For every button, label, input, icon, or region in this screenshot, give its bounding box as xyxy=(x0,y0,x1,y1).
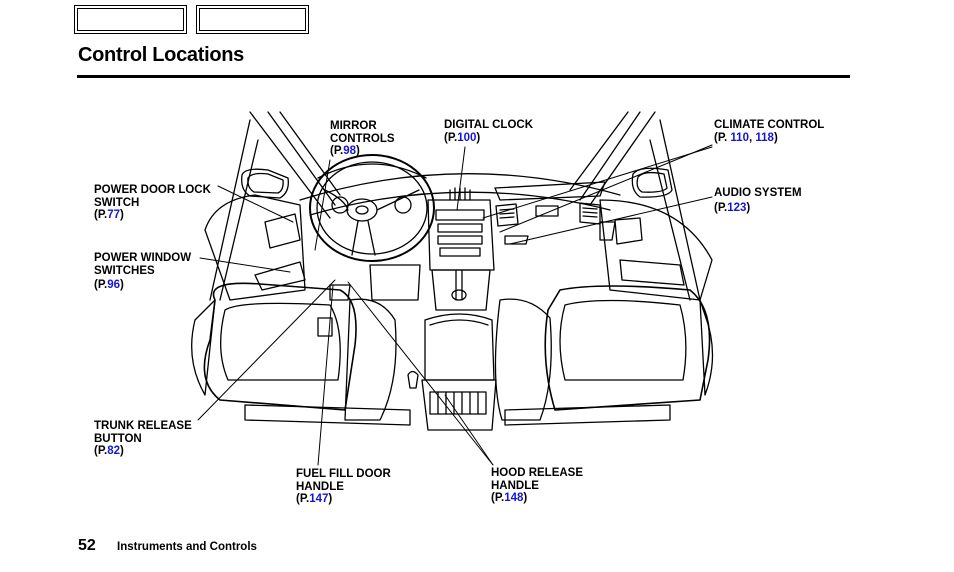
page-ref-link[interactable]: 123 xyxy=(727,201,747,214)
page-ref-link[interactable]: 98 xyxy=(343,145,357,158)
page-ref-link[interactable]: 147 xyxy=(309,493,329,506)
nav-button-prev[interactable] xyxy=(74,5,187,34)
page-ref-link[interactable]: 77 xyxy=(107,209,121,222)
label-trunk-release: TRUNK RELEASE BUTTON (P.82) xyxy=(94,420,192,458)
page-number: 52 xyxy=(78,537,96,554)
page-ref-link[interactable]: 82 xyxy=(107,445,121,458)
label-power-door-lock: POWER DOOR LOCK SWITCH (P.77) xyxy=(94,184,211,222)
label-climate-control: CLIMATE CONTROL (P. 110, 118) xyxy=(714,119,825,144)
page-ref-link[interactable]: 148 xyxy=(504,492,524,505)
label-power-window-switches: POWER WINDOW SWITCHES (P.96) xyxy=(94,252,192,292)
label-hood-release: HOOD RELEASE HANDLE (P.148) xyxy=(491,467,584,505)
title-rule xyxy=(77,75,850,78)
page-title: Control Locations xyxy=(78,44,245,66)
page-ref-link[interactable]: 118 xyxy=(755,131,774,144)
section-name: Instruments and Controls xyxy=(117,541,257,553)
page-ref-link[interactable]: 100 xyxy=(457,131,477,144)
nav-button-next[interactable] xyxy=(196,5,309,34)
page-ref-link[interactable]: 96 xyxy=(107,279,121,292)
page-ref-link[interactable]: 110 xyxy=(730,131,749,144)
label-audio-system: AUDIO SYSTEM (P.123) xyxy=(714,187,802,214)
label-mirror-controls: MIRROR CONTROLS (P.98) xyxy=(330,120,395,158)
label-digital-clock: DIGITAL CLOCK (P.100) xyxy=(444,119,534,144)
label-fuel-fill-door: FUEL FILL DOOR HANDLE (P.147) xyxy=(296,468,391,506)
